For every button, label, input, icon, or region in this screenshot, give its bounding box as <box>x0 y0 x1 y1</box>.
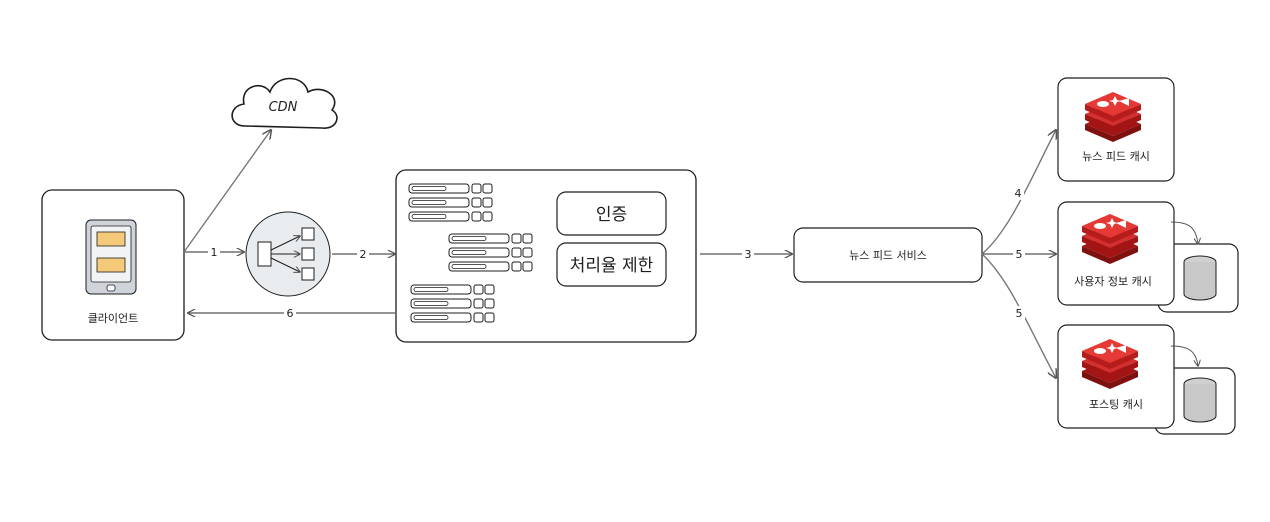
rate-limiter-box[interactable]: 처리율 제한 <box>556 242 667 287</box>
edge-label-5b: 5 <box>1016 307 1023 320</box>
arrow-3: 3 <box>700 247 792 261</box>
arrow-2: 2 <box>332 247 395 261</box>
database-icon <box>1183 377 1217 423</box>
edge-label-6: 6 <box>287 307 294 320</box>
news-feed-service-box[interactable]: 뉴스 피드 서비스 <box>793 227 983 283</box>
edge-label-1: 1 <box>211 246 218 259</box>
edge-label-5a: 5 <box>1016 248 1023 261</box>
arrow-client-to-cdn <box>183 130 271 253</box>
news-feed-service-label: 뉴스 피드 서비스 <box>849 249 927 262</box>
arrow-4: 4 <box>981 130 1056 255</box>
database-icon <box>1183 255 1217 301</box>
edge-label-4: 4 <box>1015 187 1022 200</box>
edge-label-3: 3 <box>745 248 752 261</box>
auth-label: 인증 <box>596 205 627 225</box>
client-label: 클라이언트 <box>88 312 139 325</box>
news-feed-cache-box[interactable]: 뉴스 피드 캐시 <box>1057 77 1175 182</box>
edge-label-2: 2 <box>360 248 367 261</box>
load-balancer-icon <box>245 211 331 297</box>
mobile-phone-icon <box>85 219 137 295</box>
arrow-5-post: 5 <box>981 253 1056 378</box>
cdn-cloud: CDN <box>231 77 338 129</box>
auth-box[interactable]: 인증 <box>556 191 667 236</box>
cdn-label: CDN <box>269 100 298 115</box>
web-server-group: 인증 처리율 제한 <box>395 169 697 343</box>
arrow-5-user-info: 5 <box>982 247 1056 261</box>
post-cache-group[interactable]: 포스팅 캐시 <box>1057 324 1236 435</box>
arrow-1: 1 <box>185 245 244 259</box>
user-info-cache-label: 사용자 정보 캐시 <box>1074 275 1152 288</box>
rate-limit-label: 처리율 제한 <box>570 256 654 276</box>
client-node[interactable]: 클라이언트 <box>41 189 185 341</box>
news-feed-cache-label: 뉴스 피드 캐시 <box>1082 150 1150 163</box>
post-cache-label: 포스팅 캐시 <box>1089 398 1143 411</box>
arrow-6: 6 <box>188 306 395 320</box>
user-info-cache-group[interactable]: 사용자 정보 캐시 <box>1057 201 1239 313</box>
